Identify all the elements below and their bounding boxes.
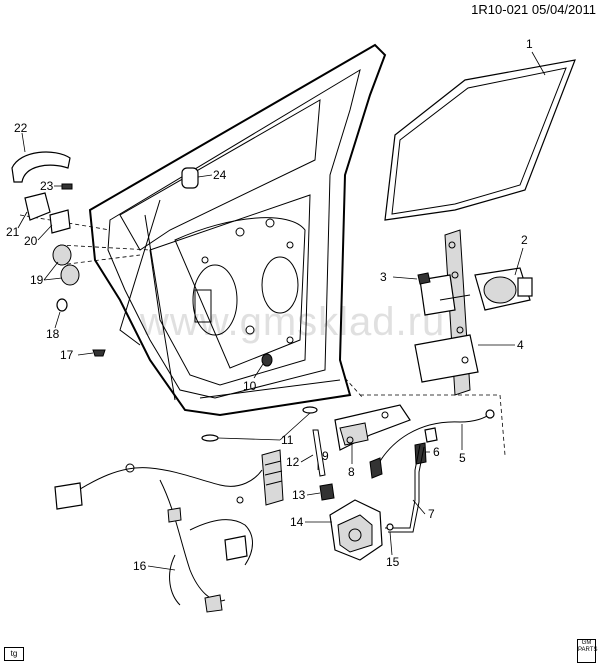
door-frame xyxy=(19,43,387,417)
clip-13 xyxy=(319,483,335,501)
diagram-header: 1R10-021 05/04/2011 xyxy=(471,2,596,17)
callout-19: 19 xyxy=(30,273,44,287)
callout-2: 2 xyxy=(521,233,528,247)
window-motor xyxy=(474,267,533,311)
window-regulator xyxy=(414,229,479,396)
callout-11: 11 xyxy=(281,433,294,447)
callout-24: 24 xyxy=(213,168,227,182)
callout-4: 4 xyxy=(517,338,524,352)
callout-3: 3 xyxy=(380,270,387,284)
grommets-11 xyxy=(201,406,318,442)
callout-9: 9 xyxy=(322,449,329,463)
callout-12: 12 xyxy=(286,455,300,469)
lock-rod xyxy=(385,444,425,533)
watermark: www.gmsklad.ru xyxy=(139,300,445,344)
callout-16: 16 xyxy=(133,559,147,573)
grommet-24 xyxy=(181,167,199,189)
callout-18: 18 xyxy=(46,327,60,341)
callout-14: 14 xyxy=(290,515,304,529)
callout-8: 8 xyxy=(348,465,355,479)
leader-lines xyxy=(17,51,546,571)
grommets-19 xyxy=(52,244,80,286)
callout-22: 22 xyxy=(14,121,28,135)
grommet-10 xyxy=(261,353,273,367)
callout-17: 17 xyxy=(60,348,74,362)
bolt-3 xyxy=(417,272,431,285)
callout-labels: 1 2 3 4 5 6 7 8 9 10 11 12 13 14 15 16 1… xyxy=(6,37,533,573)
outside-handle xyxy=(11,151,71,183)
callout-20: 20 xyxy=(24,234,38,248)
callout-13: 13 xyxy=(292,488,306,502)
door-latch xyxy=(329,499,383,561)
callout-5: 5 xyxy=(459,451,466,465)
callout-21: 21 xyxy=(6,225,20,239)
handle-cap-21 xyxy=(24,192,51,221)
screw-23 xyxy=(61,183,73,190)
handle-bezel-20 xyxy=(49,209,71,234)
tg-badge: tg xyxy=(4,647,24,661)
callout-23: 23 xyxy=(40,179,54,193)
callout-10: 10 xyxy=(243,379,257,393)
push-pin-17 xyxy=(92,349,106,357)
wiring-harness xyxy=(54,463,263,613)
door-glass xyxy=(384,59,576,221)
connector-12 xyxy=(261,449,284,506)
pin-15 xyxy=(386,523,394,531)
o-ring-18 xyxy=(56,298,68,312)
callout-7: 7 xyxy=(428,507,435,521)
callout-1: 1 xyxy=(526,37,533,51)
diagram-code: 1R10-021 xyxy=(471,2,529,17)
rod-9 xyxy=(312,429,326,477)
callout-15: 15 xyxy=(386,555,400,569)
callout-6: 6 xyxy=(433,445,440,459)
gm-parts-logo-icon: GM PARTS xyxy=(577,639,597,663)
door-latch-upper xyxy=(334,404,411,451)
diagram-date: 05/04/2011 xyxy=(531,2,596,17)
outside-handle-cable xyxy=(369,409,495,479)
